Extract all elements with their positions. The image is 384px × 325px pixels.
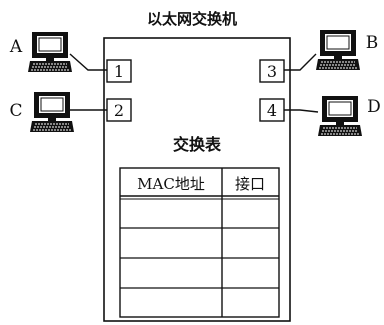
port-1-label: 1: [114, 62, 124, 81]
host-b-label: B: [366, 33, 379, 53]
host-b-computer-icon: [315, 29, 361, 71]
table-title: 交换表: [173, 135, 222, 154]
port-2-label: 2: [114, 101, 124, 120]
port-3-label: 3: [267, 62, 277, 81]
table-header-mac: MAC地址: [137, 175, 205, 193]
switch-body: [103, 37, 291, 322]
port-1-box: [106, 59, 132, 83]
port-3-box: [259, 59, 285, 83]
host-c-label: C: [9, 101, 22, 121]
link-a-port-1: [69, 53, 107, 71]
host-d-label: D: [367, 97, 381, 117]
port-4-label: 4: [267, 101, 277, 120]
link-d-port-4: [284, 109, 319, 113]
host-d-computer-icon: [317, 95, 363, 137]
host-a-computer-icon: [27, 31, 73, 73]
switching-table: [119, 167, 280, 318]
table-header-port: 接口: [235, 175, 265, 193]
host-c-computer-icon: [29, 91, 75, 133]
switch-title: 以太网交换机: [147, 10, 237, 28]
host-a-label: A: [9, 37, 23, 57]
link-b-port-3: [284, 53, 317, 71]
